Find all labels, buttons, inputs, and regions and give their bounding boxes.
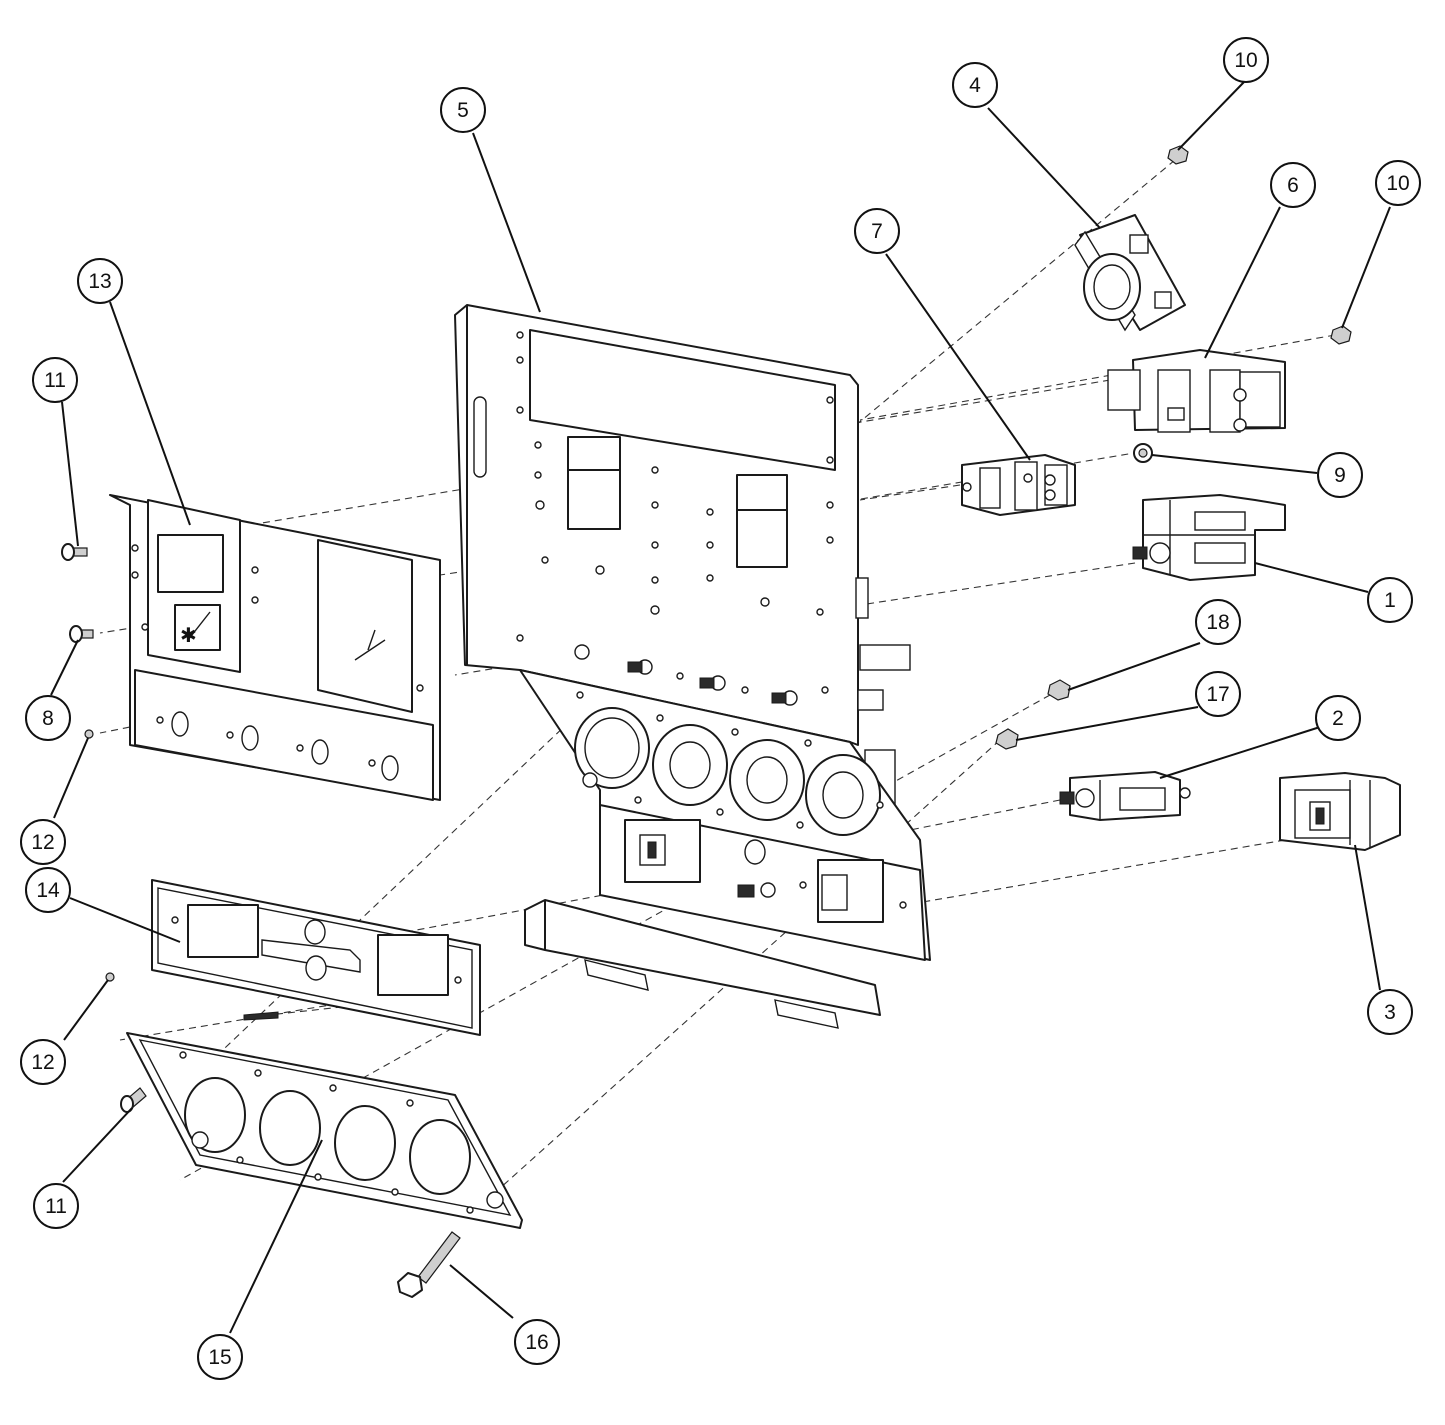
fasteners	[61, 145, 1352, 1298]
callout-number: 13	[88, 270, 111, 293]
gfci-receptacle-3	[1279, 772, 1401, 851]
callout-c10b: 10	[1375, 160, 1421, 206]
callout-number: 4	[969, 74, 981, 97]
callout-c6: 6	[1270, 162, 1316, 208]
callout-number: 15	[208, 1346, 231, 1369]
relay-block-7	[961, 454, 1076, 516]
callout-circle	[25, 695, 71, 741]
callout-circle	[77, 258, 123, 304]
breaker-2	[1059, 771, 1191, 821]
callout-c2: 2	[1315, 695, 1361, 741]
callout-circle	[1367, 577, 1413, 623]
panel-holes	[516, 331, 834, 694]
callout-circle	[32, 357, 78, 403]
callout-number: 12	[31, 1051, 54, 1074]
callout-number: 12	[31, 831, 54, 854]
callout-c11a: 11	[32, 357, 78, 403]
screw-12a	[84, 729, 94, 739]
callout-number: 5	[457, 99, 469, 122]
gasket-plate-15	[126, 1032, 523, 1229]
callout-c9: 9	[1317, 452, 1363, 498]
callout-c7: 7	[854, 208, 900, 254]
screw-14	[243, 1011, 279, 1021]
faceplate-holes	[131, 544, 424, 781]
cover-plate-14	[151, 879, 481, 1036]
bolt-16	[417, 1231, 461, 1284]
callout-circle	[1367, 989, 1413, 1035]
callout-c13: 13	[77, 258, 123, 304]
callout-circle	[952, 62, 998, 108]
callout-c17: 17	[1195, 671, 1241, 717]
callout-circle	[20, 1039, 66, 1085]
callout-number: 3	[1384, 1001, 1396, 1024]
callout-number: 11	[44, 369, 66, 392]
callout-number: 18	[1206, 611, 1229, 634]
callout-c1: 1	[1367, 577, 1413, 623]
callout-number: 11	[45, 1195, 67, 1218]
callout-number: 8	[42, 707, 54, 730]
callout-number: 14	[36, 879, 60, 902]
callout-c3: 3	[1367, 989, 1413, 1035]
callout-circle	[514, 1319, 560, 1365]
callout-number: 6	[1287, 174, 1299, 197]
screw-12b	[105, 972, 115, 982]
breaker-1	[1132, 494, 1286, 581]
hex-nut-18	[1047, 679, 1071, 701]
callout-c18: 18	[1195, 599, 1241, 645]
callout-c16: 16	[514, 1319, 560, 1365]
callout-number: 1	[1384, 589, 1396, 612]
callout-c12b: 12	[20, 1039, 66, 1085]
receptacle-holes	[574, 691, 884, 836]
callout-number: 17	[1206, 683, 1229, 706]
callout-circle	[1195, 671, 1241, 717]
callout-circle	[1315, 695, 1361, 741]
callout-number: 7	[871, 220, 883, 243]
callout-circle	[197, 1334, 243, 1380]
callout-circle	[20, 819, 66, 865]
hex-nut-10b	[1330, 325, 1352, 345]
callout-circle	[1195, 599, 1241, 645]
callout-number: 9	[1334, 464, 1346, 487]
callout-c8: 8	[25, 695, 71, 741]
callout-c10a: 10	[1223, 37, 1269, 83]
callout-circle	[25, 867, 71, 913]
hex-nut-17	[995, 728, 1019, 750]
callout-number: 2	[1332, 707, 1344, 730]
faceplate-13: ✱	[109, 494, 441, 801]
callout-c12a: 12	[20, 819, 66, 865]
callout-c15: 15	[197, 1334, 243, 1380]
hex-nut-10a	[1167, 145, 1189, 165]
callout-number: 10	[1234, 49, 1257, 72]
callout-c4: 4	[952, 62, 998, 108]
panel-switches	[574, 644, 798, 706]
svg-text:✱: ✱	[180, 623, 197, 647]
twist-lock-receptacle-4	[1074, 214, 1186, 332]
callout-c5: 5	[440, 87, 486, 133]
callout-c11b: 11	[33, 1183, 79, 1229]
main-breaker-6	[1107, 349, 1286, 433]
callout-circle	[33, 1183, 79, 1229]
leader-lines	[50, 81, 1391, 1334]
callout-circle	[1223, 37, 1269, 83]
callout-circle	[1375, 160, 1421, 206]
callout-number: 10	[1386, 172, 1409, 195]
callout-number: 16	[525, 1331, 548, 1354]
callout-c14: 14	[25, 867, 71, 913]
main-control-panel	[454, 304, 931, 1029]
callout-circle	[854, 208, 900, 254]
callout-circle	[1317, 452, 1363, 498]
callout-circle	[440, 87, 486, 133]
callout-circle	[1270, 162, 1316, 208]
